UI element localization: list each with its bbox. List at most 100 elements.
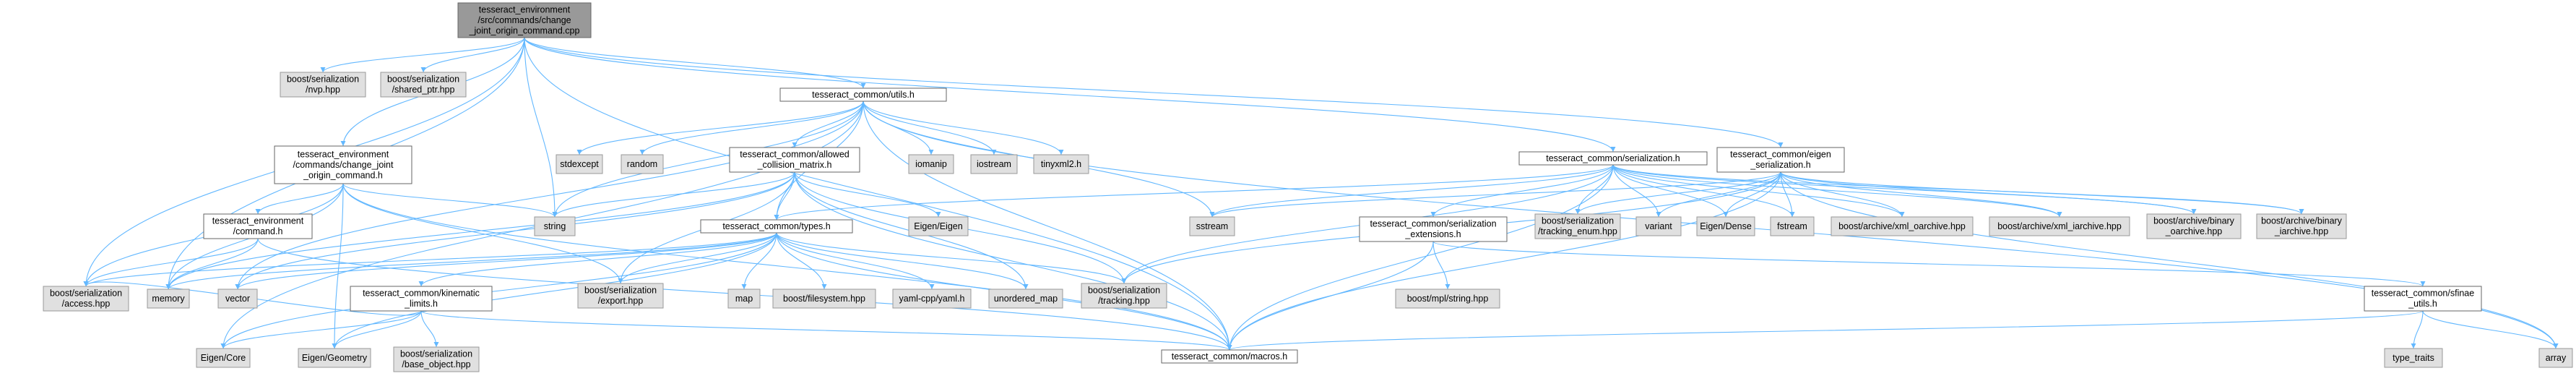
- edge-types-to-vector: [235, 232, 777, 290]
- edge-kin_limits-to-macros: [420, 310, 1232, 351]
- node-label: iomanip: [915, 159, 947, 169]
- edge-kin_limits-to-base_object: [420, 310, 439, 348]
- node-eigen_geometry[interactable]: Eigen/Geometry: [298, 348, 371, 368]
- node-label: boost/archive/binary: [2261, 216, 2343, 226]
- node-string[interactable]: string: [534, 216, 576, 236]
- node-label: boost/serialization: [400, 349, 472, 359]
- edge-utils-to-iostream: [863, 101, 997, 155]
- node-box: [534, 216, 576, 236]
- node-filesystem[interactable]: boost/filesystem.hpp: [772, 289, 876, 309]
- node-serialization[interactable]: tesseract_common/serialization.h: [1518, 151, 1708, 166]
- node-export[interactable]: boost/serialization/export.hpp: [577, 283, 664, 309]
- node-type_traits[interactable]: type_traits: [2384, 348, 2443, 368]
- edge-eigen_serial-to-bin_oarchive: [1780, 171, 2197, 215]
- edge-root-to-nvp: [320, 37, 525, 73]
- node-label: tesseract_common/macros.h: [1172, 351, 1288, 362]
- node-label: _joint_origin_command.cpp: [469, 25, 580, 35]
- node-map[interactable]: map: [727, 289, 761, 309]
- node-random[interactable]: random: [621, 154, 664, 174]
- edge-types-to-access: [83, 232, 777, 287]
- node-nvp[interactable]: boost/serialization/nvp.hpp: [280, 72, 366, 98]
- node-fstream[interactable]: fstream: [1770, 216, 1815, 236]
- node-label: boost/serialization: [1542, 216, 1614, 226]
- node-label: _origin_command.h: [303, 170, 383, 180]
- edge-serialization-to-types: [774, 164, 1614, 221]
- node-yaml[interactable]: yaml-cpp/yaml.h: [892, 289, 972, 309]
- node-base_object[interactable]: boost/serialization/base_object.hpp: [393, 346, 480, 372]
- node-types[interactable]: tesseract_common/types.h: [700, 219, 853, 234]
- node-label: /shared_ptr.hpp: [392, 85, 455, 95]
- node-kin_limits[interactable]: tesseract_common/kinematic_limits.h: [350, 286, 493, 312]
- edge-types-to-memory: [165, 232, 777, 290]
- edge-utils-to-random: [639, 101, 864, 155]
- node-mpl_string[interactable]: boost/mpl/string.hpp: [1395, 289, 1500, 309]
- node-iomanip[interactable]: iomanip: [908, 154, 954, 174]
- edge-acm-to-macros: [794, 171, 1232, 351]
- node-eigen_core[interactable]: Eigen/Core: [196, 348, 251, 368]
- node-iostream[interactable]: iostream: [970, 154, 1018, 174]
- node-eigen_eigen[interactable]: Eigen/Eigen: [908, 216, 969, 236]
- node-shared_ptr[interactable]: boost/serialization/shared_ptr.hpp: [380, 72, 467, 98]
- node-serial_ext[interactable]: tesseract_common/serialization_extension…: [1359, 216, 1508, 242]
- node-utils[interactable]: tesseract_common/utils.h: [779, 87, 947, 102]
- node-box: [892, 289, 972, 309]
- node-xml_oarchive[interactable]: boost/archive/xml_oarchive.hpp: [1831, 216, 1974, 236]
- node-label: _extensions.h: [1404, 229, 1461, 239]
- node-label: boost/archive/binary: [2153, 216, 2235, 226]
- node-access[interactable]: boost/serialization/access.hpp: [43, 286, 129, 312]
- edge-serialization-to-fstream: [1612, 164, 1795, 218]
- node-eigen_dense[interactable]: Eigen/Dense: [1696, 216, 1755, 236]
- node-label: map: [735, 294, 753, 304]
- node-bin_iarchive[interactable]: boost/archive/binary_iarchive.hpp: [2256, 213, 2347, 239]
- node-label: random: [627, 159, 657, 169]
- node-label: /tracking.hpp: [1098, 296, 1150, 306]
- node-stdexcept[interactable]: stdexcept: [556, 154, 603, 174]
- node-vector[interactable]: vector: [217, 289, 258, 309]
- node-unordered_map[interactable]: unordered_map: [988, 289, 1063, 309]
- node-box: [621, 154, 664, 174]
- node-layer: tesseract_environment/src/commands/chang…: [43, 2, 2573, 372]
- edge-utils-to-string: [552, 101, 864, 218]
- node-box: [457, 2, 592, 38]
- node-xml_iarchive[interactable]: boost/archive/xml_iarchive.hpp: [1989, 216, 2130, 236]
- node-box: [1770, 216, 1815, 236]
- edge-serial_ext-to-mpl_string: [1432, 241, 1451, 290]
- node-label: tesseract_common/utils.h: [812, 90, 915, 100]
- node-tracking_enum[interactable]: boost/serialization/tracking_enum.hpp: [1534, 213, 1621, 239]
- node-macros[interactable]: tesseract_common/macros.h: [1161, 349, 1298, 364]
- node-variant[interactable]: variant: [1635, 216, 1682, 236]
- node-label: boost/serialization: [1088, 286, 1160, 296]
- node-box: [1635, 216, 1682, 236]
- node-memory[interactable]: memory: [147, 289, 190, 309]
- node-acm[interactable]: tesseract_common/allowed_collision_matri…: [729, 147, 860, 173]
- node-command_h[interactable]: tesseract_environment/command.h: [203, 213, 313, 239]
- node-label: /nvp.hpp: [306, 85, 340, 95]
- edge-root-to-eigen_serial: [524, 37, 1784, 148]
- node-label: _utils.h: [2408, 299, 2437, 309]
- node-eigen_serial[interactable]: tesseract_common/eigen_serialization.h: [1716, 147, 1845, 173]
- node-sfinae[interactable]: tesseract_common/sfinae_utils.h: [2364, 286, 2482, 312]
- edge-types-to-filesystem: [776, 232, 827, 290]
- edge-acm-to-memory: [165, 171, 795, 290]
- edge-command_h-to-access: [83, 238, 259, 287]
- node-label: Eigen/Core: [201, 353, 246, 363]
- node-tracking[interactable]: boost/serialization/tracking.hpp: [1081, 283, 1167, 309]
- edge-serialization-to-eigen_dense: [1612, 164, 1729, 218]
- node-cjoc_h[interactable]: tesseract_environment/commands/change_jo…: [274, 145, 412, 184]
- edge-eigen_serial-to-fstream: [1780, 171, 1795, 218]
- node-array[interactable]: array: [2538, 348, 2573, 368]
- node-bin_oarchive[interactable]: boost/archive/binary_oarchive.hpp: [2146, 213, 2242, 239]
- node-box: [1696, 216, 1755, 236]
- node-label: boost/serialization: [584, 286, 657, 296]
- edge-acm-to-vector: [235, 171, 795, 290]
- node-sstream[interactable]: sstream: [1189, 216, 1235, 236]
- edge-sfinae-to-macros: [1227, 310, 2424, 351]
- node-label: boost/archive/xml_iarchive.hpp: [1997, 221, 2122, 231]
- edge-root-to-utils: [524, 37, 866, 89]
- node-label: _iarchive.hpp: [2274, 226, 2328, 236]
- node-box: [280, 72, 366, 98]
- node-label: boost/mpl/string.hpp: [1407, 294, 1489, 304]
- node-root[interactable]: tesseract_environment/src/commands/chang…: [457, 2, 592, 38]
- edge-utils-to-vector: [235, 101, 864, 290]
- node-tinyxml2[interactable]: tinyxml2.h: [1033, 154, 1089, 174]
